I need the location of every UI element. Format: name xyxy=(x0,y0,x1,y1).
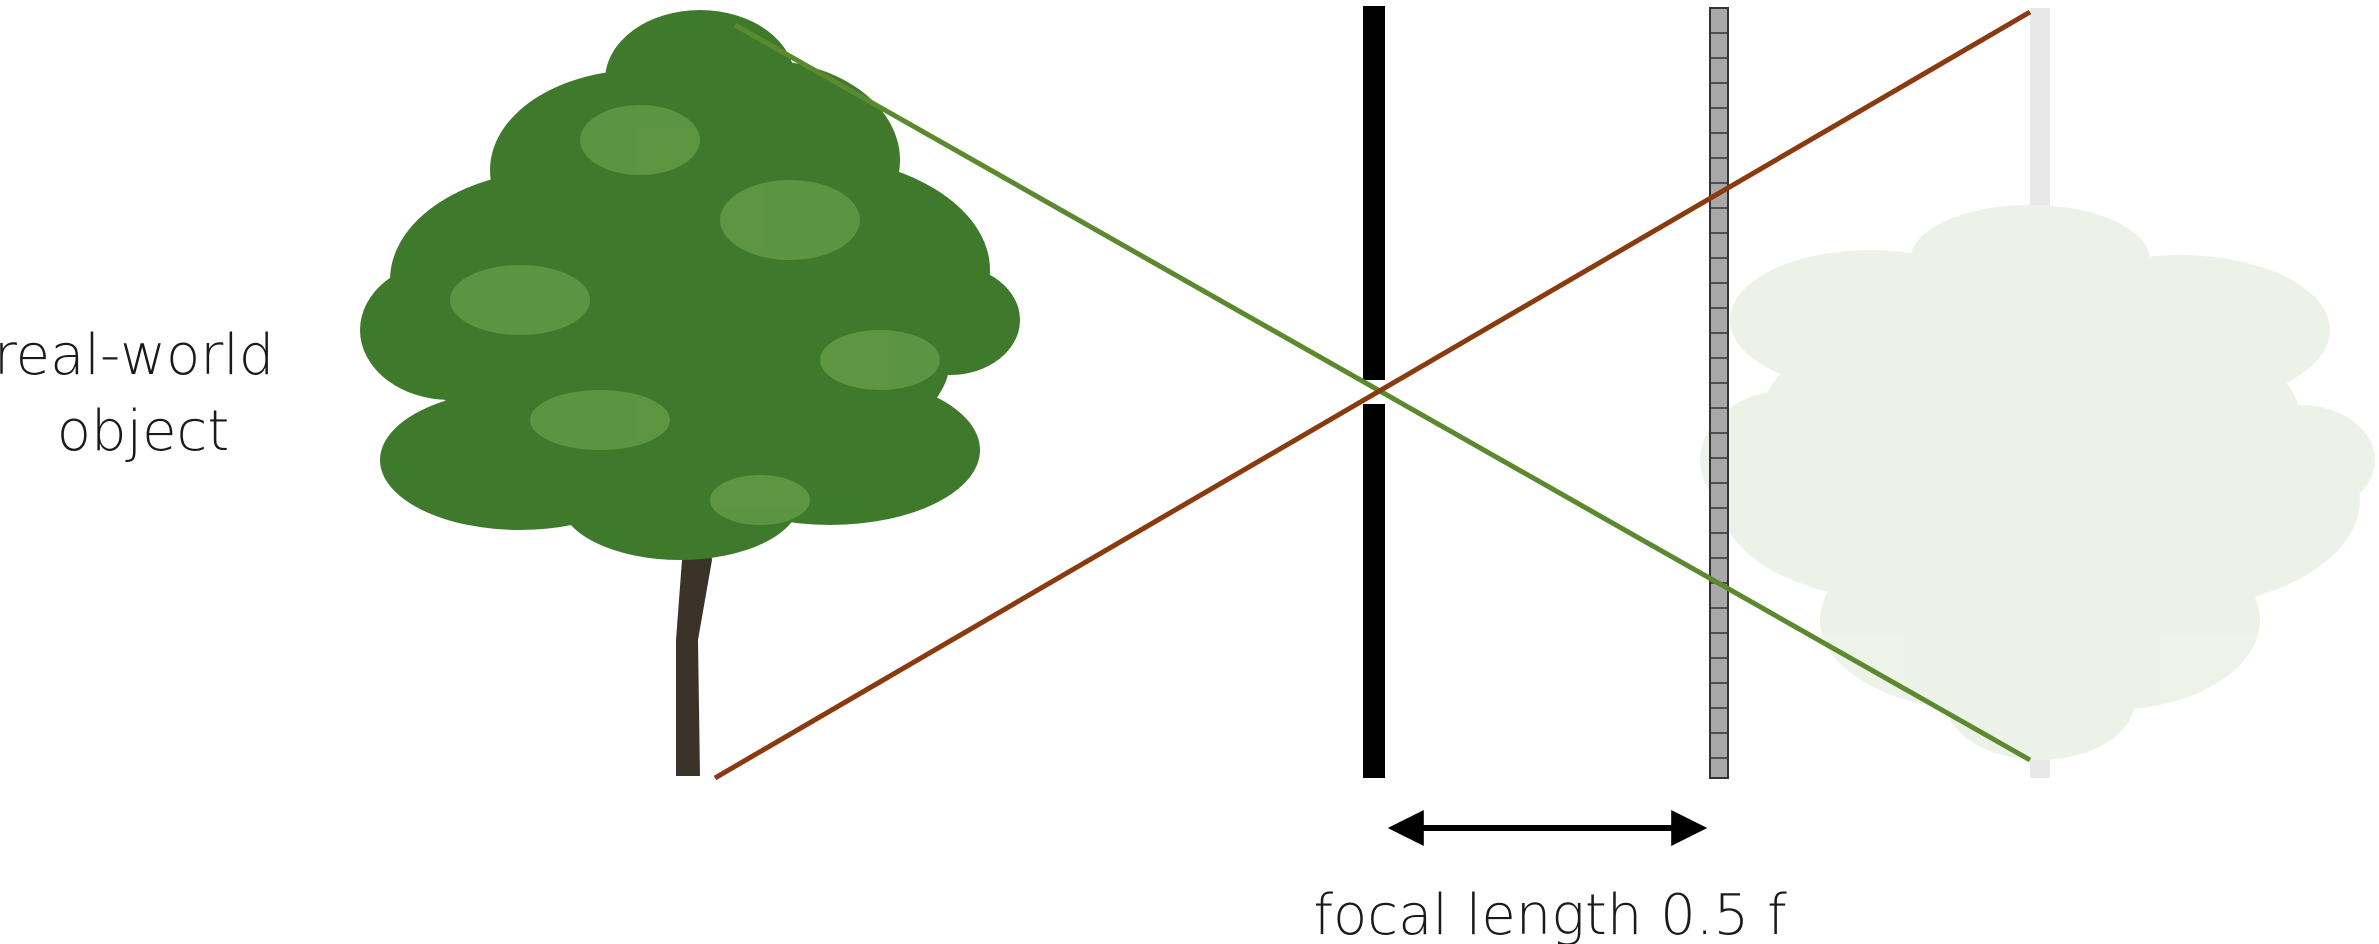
pinhole-wall-lower xyxy=(1363,404,1385,778)
ray-top xyxy=(733,22,2032,763)
inverted-tree-image-icon xyxy=(1700,8,2375,778)
object-label-line-2: object xyxy=(57,399,230,464)
object-label-line-1: real-world xyxy=(0,323,274,388)
ray-bottom xyxy=(713,9,2032,781)
pinhole-wall-upper xyxy=(1363,6,1385,380)
image-sensor xyxy=(1709,7,1729,779)
object-label: real-world object xyxy=(0,323,292,464)
focal-length-label: focal length 0.5 f xyxy=(1313,883,1787,944)
tree-icon xyxy=(360,10,1020,776)
